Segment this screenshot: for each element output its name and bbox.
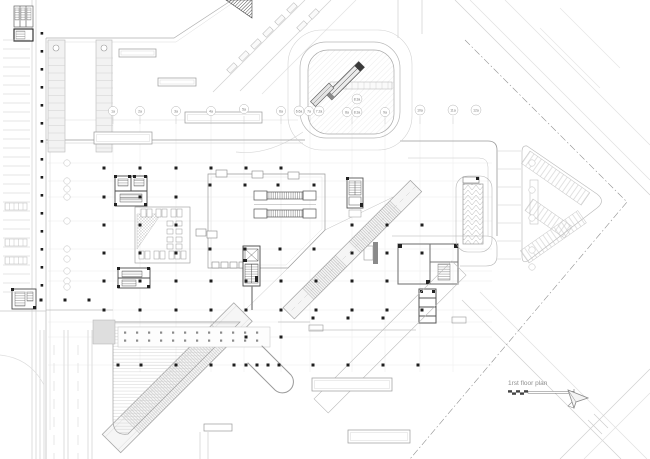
grid-label: 8.3a (351, 93, 363, 105)
grid-label: 3a (171, 106, 181, 116)
street-parking-cars (226, 2, 320, 74)
drawing-title: 1rst floor plan (508, 380, 548, 387)
row-marker (528, 246, 536, 254)
central-escalators (253, 190, 317, 219)
east-parking-rows (497, 150, 521, 260)
grid-label: 12a (470, 104, 482, 116)
row-marker (63, 193, 71, 201)
svg-text:5a: 5a (242, 107, 246, 111)
svg-text:6.6a: 6.6a (296, 109, 303, 113)
svg-text:1a: 1a (111, 109, 115, 113)
svg-text:8.3a: 8.3a (354, 110, 361, 114)
grid-ticks (112, 116, 454, 124)
row-marker (528, 186, 536, 194)
row-marker (63, 185, 71, 193)
svg-text:3a: 3a (174, 109, 178, 113)
central-block (195, 169, 326, 269)
east-parking (520, 145, 602, 264)
west-parked-cars (4, 202, 28, 265)
svg-text:4a: 4a (209, 109, 213, 113)
row-marker (63, 277, 71, 285)
grid-label: 2a (135, 106, 145, 116)
core-e (346, 177, 364, 218)
planters (93, 48, 263, 145)
central-plaza (287, 29, 413, 151)
svg-text:2a: 2a (138, 109, 142, 113)
grid-label: 8.3a (351, 106, 363, 118)
grid-label: 11a (447, 104, 459, 116)
svg-text:9a: 9a (383, 110, 387, 114)
svg-text:6a: 6a (279, 109, 283, 113)
core-a (114, 175, 148, 207)
row-marker (63, 159, 71, 167)
west-ramps (47, 39, 113, 153)
row-marker (63, 217, 71, 225)
svg-text:8.3a: 8.3a (354, 97, 361, 101)
svg-text:7a: 7a (307, 109, 311, 113)
svg-text:7.2a: 7.2a (316, 109, 323, 113)
u-turn-path (247, 345, 294, 394)
svg-text:10a: 10a (417, 108, 423, 112)
grid-label: 4a (206, 106, 216, 116)
grid-label: 8a (342, 107, 352, 117)
diagonal-ramp (282, 179, 423, 320)
east-ramp (455, 175, 493, 253)
row-marker (63, 267, 71, 275)
row-marker (63, 245, 71, 253)
grid-label: 6a (276, 106, 286, 116)
structural-columns (39, 32, 424, 367)
north-arrow-icon (567, 389, 590, 410)
plaza-stair (310, 82, 335, 107)
row-marker (528, 214, 536, 222)
row-marker (63, 255, 71, 263)
svg-text:11a: 11a (450, 108, 456, 112)
row-marker (528, 159, 536, 167)
terraced-steps (92, 319, 271, 435)
dark-hatched-wedge (225, 0, 253, 19)
grid-label: 6.6a (293, 105, 305, 117)
bottom-planters (203, 377, 411, 444)
svg-text:8a: 8a (345, 110, 349, 114)
grid-label: 1a (108, 106, 118, 116)
right-rooms (308, 235, 498, 332)
svg-text:12a: 12a (473, 108, 479, 112)
grid-label: 5a (239, 104, 249, 114)
meeting-room (134, 206, 191, 264)
entry-structure (13, 5, 34, 42)
grid-label: 7.2a (313, 105, 325, 117)
row-marker (528, 263, 536, 271)
grid-axis-left (63, 159, 71, 291)
title-block: 1rst floor plan (508, 380, 590, 410)
plaza-escalator (325, 61, 365, 101)
core-sw (11, 288, 37, 310)
grid-axis-right (528, 159, 536, 271)
grid-label: 10a (414, 104, 426, 116)
row-marker (63, 283, 71, 291)
grid-axis-top: 1a 2a 3a 4a 5a 6a 6.6a 7a 7.2a 8.3a 8a 8.3a 9a 10a 11a… (108, 93, 482, 118)
row-marker (63, 177, 71, 185)
core-d (117, 267, 151, 289)
scale-bar (508, 389, 575, 395)
grid-label: 9a (380, 107, 390, 117)
west-parking-stalls (3, 39, 30, 293)
central-core (242, 245, 261, 310)
grid-label: 7a (304, 106, 314, 116)
diagonal-band (313, 260, 467, 414)
